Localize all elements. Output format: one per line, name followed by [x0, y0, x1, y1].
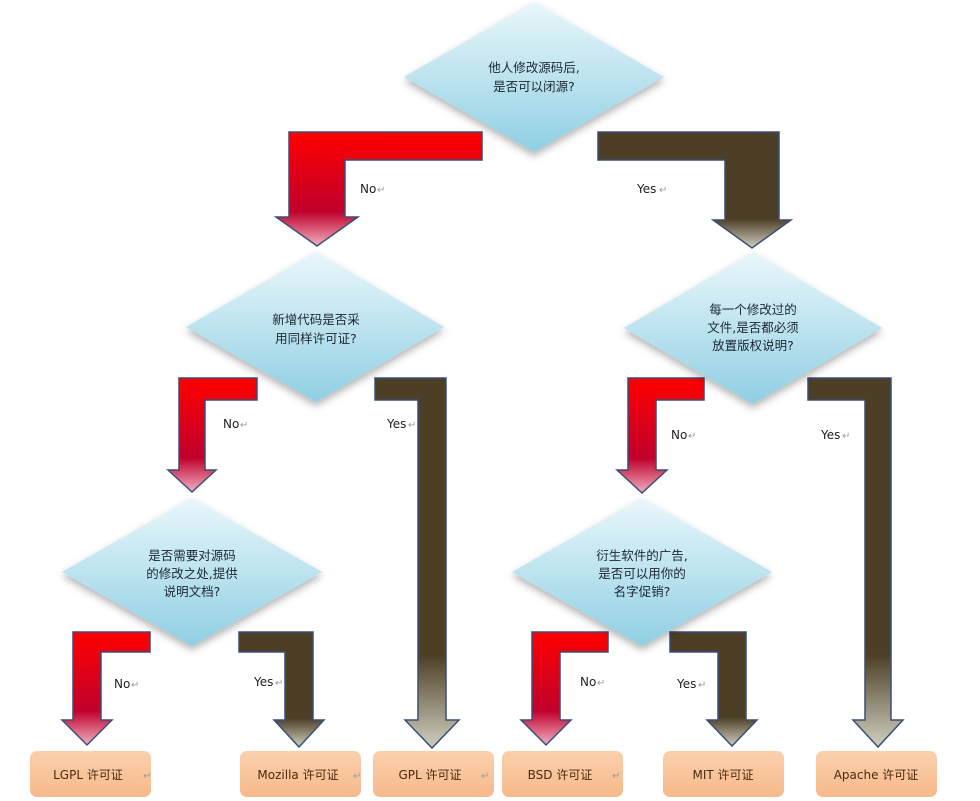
branch-label-no-q3: No ↵ [671, 428, 696, 442]
no-arrow-q5 [519, 631, 609, 747]
question-diamond-q1: 他人修改源码后, 是否可以闭源? [404, 2, 664, 152]
svg-text:BSD 许可证: BSD 许可证 [528, 768, 593, 782]
yes-arrow-q5 [669, 631, 759, 748]
q3-line2: 文件,是否都必须 [707, 320, 799, 335]
svg-text:↵: ↵ [240, 420, 248, 431]
svg-text:No: No [114, 677, 130, 691]
svg-text:No: No [223, 417, 239, 431]
no-arrow-q1 [273, 131, 483, 247]
svg-text:Yes: Yes [676, 677, 696, 691]
q3-line3: 放置版权说明? [712, 338, 794, 353]
yes-arrow-q3 [807, 377, 905, 749]
svg-text:Yes: Yes [820, 428, 840, 442]
svg-text:Yes: Yes [386, 417, 406, 431]
branch-label-no-q1: No ↵ [360, 182, 385, 196]
svg-text:MIT 许可证: MIT 许可证 [692, 768, 753, 782]
svg-text:GPL 许可证: GPL 许可证 [398, 768, 461, 782]
svg-text:↵: ↵ [131, 680, 139, 691]
svg-text:↵: ↵ [612, 771, 620, 782]
no-arrow-q4 [60, 631, 151, 747]
svg-text:No: No [671, 428, 687, 442]
yes-arrow-q1 [597, 131, 794, 249]
q1-line1: 他人修改源码后, [488, 60, 579, 75]
yes-arrow-q2 [374, 377, 461, 750]
svg-text:↵: ↵ [597, 678, 605, 689]
q4-line1: 是否需要对源码 [148, 548, 236, 563]
svg-text:No: No [360, 182, 376, 196]
svg-text:↵: ↵ [275, 678, 283, 689]
branch-label-no-q4: No ↵ [114, 677, 139, 691]
svg-text:LGPL 许可证: LGPL 许可证 [53, 768, 123, 782]
svg-text:↵: ↵ [408, 420, 416, 431]
svg-text:↵: ↵ [481, 771, 489, 782]
svg-text:Mozilla 许可证: Mozilla 许可证 [257, 768, 338, 782]
branch-label-yes-q1: Yes ↵ [636, 182, 667, 196]
q4-line3: 说明文档? [164, 584, 221, 599]
q5-line3: 名字促销? [614, 584, 671, 599]
license-box-bsd: BSD 许可证 ↵ [502, 751, 623, 797]
license-box-mit: MIT 许可证 [663, 751, 784, 797]
question-diamond-q4: 是否需要对源码 的修改之处,提供 说明文档? [62, 498, 322, 646]
license-box-gpl: GPL 许可证 ↵ [373, 751, 494, 797]
license-box-apache: Apache 许可证 [816, 751, 937, 797]
svg-text:↵: ↵ [659, 185, 667, 196]
branch-label-yes-q2: Yes ↵ [386, 417, 416, 431]
branch-label-yes-q4: Yes ↵ [253, 675, 283, 689]
svg-text:↵: ↵ [688, 431, 696, 442]
q4-line2: 的修改之处,提供 [146, 566, 237, 581]
q2-line1: 新增代码是否采 [272, 312, 360, 327]
branch-label-yes-q5: Yes ↵ [676, 677, 706, 691]
svg-text:No: No [580, 675, 596, 689]
q1-line2: 是否可以闭源? [493, 79, 575, 94]
svg-text:Yes: Yes [636, 182, 656, 196]
branch-label-no-q2: No ↵ [223, 417, 248, 431]
branch-label-yes-q3: Yes ↵ [820, 428, 850, 442]
svg-text:↵: ↵ [377, 185, 385, 196]
license-box-lgpl: LGPL 许可证 ↵ [30, 751, 151, 797]
question-diamond-q5: 衍生软件的广告, 是否可以用你的 名字促销? [512, 498, 772, 646]
question-diamond-q2: 新增代码是否采 用同样许可证? [186, 252, 444, 402]
svg-text:↵: ↵ [353, 771, 361, 782]
svg-text:↵: ↵ [143, 771, 151, 782]
yes-arrow-q4 [238, 631, 326, 749]
svg-text:↵: ↵ [842, 431, 850, 442]
no-arrow-q2 [166, 377, 258, 494]
question-diamond-q3: 每一个修改过的 文件,是否都必须 放置版权说明? [624, 252, 882, 404]
svg-text:Apache 许可证: Apache 许可证 [834, 768, 919, 782]
no-arrow-q3 [615, 377, 705, 495]
branch-label-no-q5: No ↵ [580, 675, 605, 689]
svg-text:↵: ↵ [698, 680, 706, 691]
q2-line2: 用同样许可证? [275, 331, 357, 346]
q3-line1: 每一个修改过的 [709, 302, 797, 317]
license-box-mozilla: Mozilla 许可证 ↵ [240, 751, 361, 797]
q5-line2: 是否可以用你的 [598, 566, 686, 581]
q5-line1: 衍生软件的广告, [596, 548, 687, 563]
svg-text:Yes: Yes [253, 675, 273, 689]
